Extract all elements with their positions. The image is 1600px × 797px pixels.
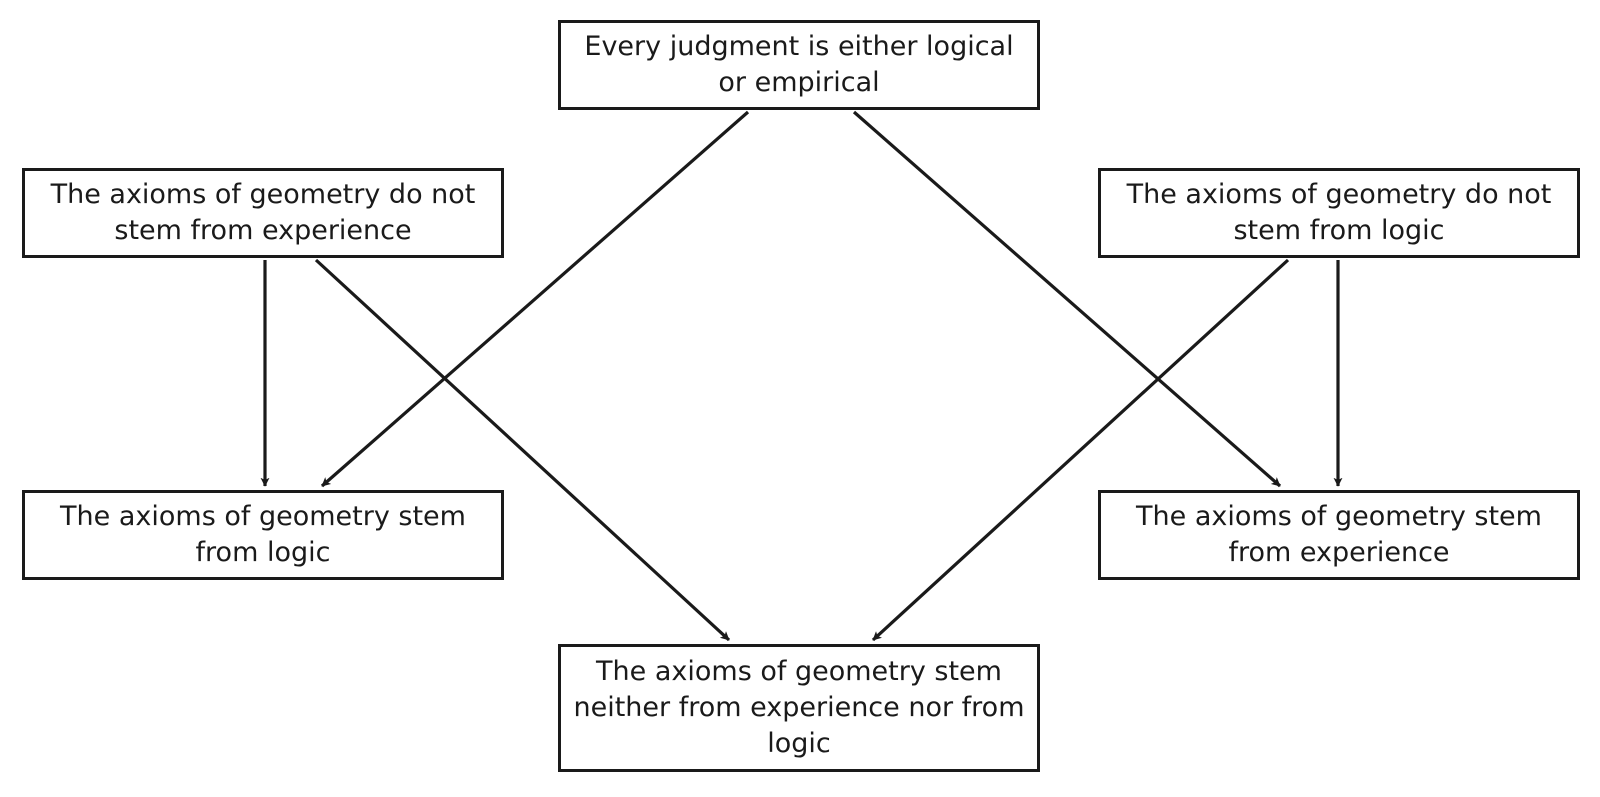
node-top: Every judgment is either logical or empi… (558, 20, 1040, 110)
node-left-conclusion-label: The axioms of geometry stem from logic (60, 501, 466, 568)
node-right-premise-label: The axioms of geometry do not stem from … (1126, 179, 1552, 246)
node-right-premise: The axioms of geometry do not stem from … (1098, 168, 1580, 258)
node-top-label: Every judgment is either logical or empi… (584, 31, 1014, 98)
node-right-conclusion-label: The axioms of geometry stem from experie… (1136, 501, 1542, 568)
node-bottom-label: The axioms of geometry stem neither from… (573, 656, 1025, 759)
edge-right-premise-to-bottom (871, 258, 1290, 642)
node-left-premise: The axioms of geometry do not stem from … (22, 168, 504, 258)
node-left-conclusion: The axioms of geometry stem from logic (22, 490, 504, 580)
edge-left-premise-to-bottom (314, 258, 731, 642)
node-right-conclusion: The axioms of geometry stem from experie… (1098, 490, 1580, 580)
node-bottom: The axioms of geometry stem neither from… (558, 644, 1040, 772)
edge-top-to-left-conclusion (320, 110, 750, 488)
edge-top-to-right-conclusion (852, 110, 1282, 488)
node-left-premise-label: The axioms of geometry do not stem from … (50, 179, 476, 246)
